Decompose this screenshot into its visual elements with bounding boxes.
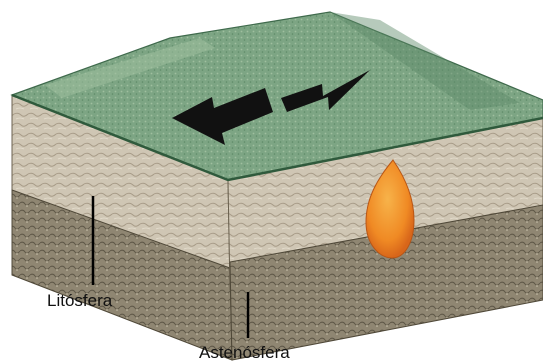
lithosphere-label: Litósfera — [47, 291, 112, 311]
asthenosphere-label: Astenósfera — [199, 343, 290, 363]
